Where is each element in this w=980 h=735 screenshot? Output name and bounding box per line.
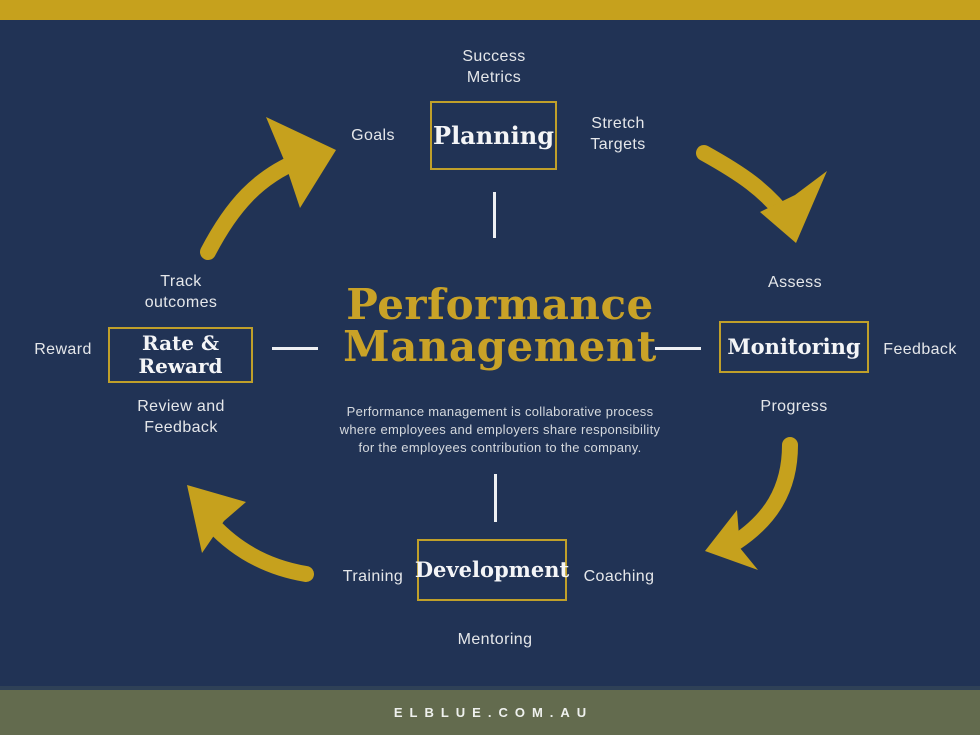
label-track-outcomes: Track outcomes	[144, 273, 218, 311]
label-coaching: Coaching	[583, 568, 655, 585]
node-development-label: Development	[414, 556, 570, 582]
description-line: Performance management is collaborative …	[346, 404, 654, 419]
label-review-and-feedback: Review and Feedback	[137, 398, 225, 436]
curved-arrow-down-left-icon	[705, 437, 798, 570]
node-rate-reward: Rate & Reward	[108, 327, 253, 383]
label-success-metrics: Success Metrics	[462, 48, 526, 86]
node-planning: Planning	[430, 101, 557, 170]
description-line: where employees and employers share resp…	[339, 422, 661, 437]
curved-arrow-up-right-icon	[200, 117, 336, 260]
curved-arrow-up-left-icon	[187, 485, 314, 582]
description-line: for the employees contribution to the co…	[358, 440, 642, 455]
page-title-line2: Management	[343, 322, 657, 371]
connector-line-monitoring	[655, 347, 701, 350]
label-mentoring: Mentoring	[457, 631, 533, 648]
connector-line-planning	[493, 192, 496, 238]
node-planning-label: Planning	[433, 120, 554, 150]
label-reward: Reward	[34, 341, 92, 358]
description: Performance management is collaborative …	[270, 403, 730, 457]
top-accent-bar	[0, 0, 980, 20]
node-monitoring-label: Monitoring	[727, 333, 861, 359]
footer-bar: ELBLUE.COM.AU	[0, 690, 980, 735]
page-title: Performance Management	[290, 284, 710, 368]
node-monitoring: Monitoring	[719, 321, 869, 373]
node-rate-reward-label: Rate & Reward	[138, 331, 223, 378]
node-development: Development	[414, 539, 570, 601]
footer-site-url: ELBLUE.COM.AU	[393, 705, 594, 720]
connector-line-development	[494, 474, 497, 522]
label-progress: Progress	[760, 398, 828, 415]
curved-arrow-down-right-icon	[696, 145, 827, 243]
page-title-line1: Performance	[346, 280, 654, 329]
label-assess: Assess	[768, 274, 822, 291]
footer-divider	[0, 686, 980, 690]
label-goals: Goals	[351, 127, 395, 144]
label-feedback: Feedback	[883, 341, 957, 358]
connector-line-rate-reward	[272, 347, 318, 350]
label-stretch-targets: Stretch Targets	[590, 115, 646, 153]
label-training: Training	[342, 568, 404, 585]
